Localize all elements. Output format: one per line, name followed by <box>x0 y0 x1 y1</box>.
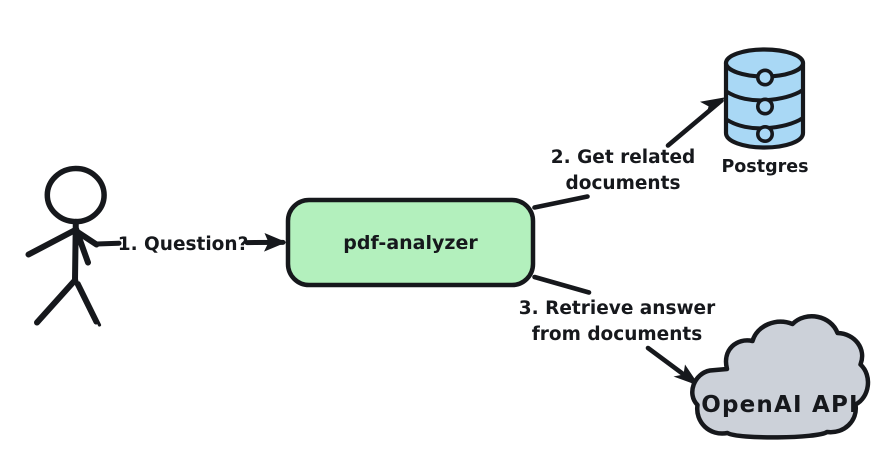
edge-question-arrowhead-icon <box>264 233 287 252</box>
postgres-segment-dot-3-icon <box>755 125 774 144</box>
edge-retrieve-answer-label-line1: 3. Retrieve answer <box>519 298 716 319</box>
postgres-segment-dot-1-icon <box>755 68 774 87</box>
pdf-analyzer-node[interactable]: pdf-analyzer <box>285 197 536 288</box>
edge-get-documents-label-line2: documents <box>566 173 681 194</box>
edge-question[interactable]: 1. Question? <box>94 233 287 255</box>
openai-api-node[interactable]: OpenAI API <box>690 314 871 440</box>
stick-figure-left-leg-icon <box>34 277 79 326</box>
edge-get-documents-arrowhead-icon <box>700 97 726 116</box>
edge-get-documents-line-lower <box>532 194 590 210</box>
stick-figure-left-arm-icon <box>25 226 80 258</box>
postgres-segment-dot-2-icon <box>755 97 774 116</box>
edge-get-documents-label-line1: 2. Get related <box>551 147 696 168</box>
openai-api-cloud-shape <box>690 314 871 440</box>
user-stick-figure[interactable] <box>25 165 107 327</box>
openai-api-label: OpenAI API <box>701 392 859 418</box>
stick-figure-right-leg-outline-icon <box>77 281 102 327</box>
postgres-label: Postgres <box>721 157 808 177</box>
edge-get-documents[interactable]: 2. Get related documents <box>532 97 726 210</box>
pdf-analyzer-label: pdf-analyzer <box>343 232 478 254</box>
stick-figure-head-icon <box>44 165 107 225</box>
edge-retrieve-answer[interactable]: 3. Retrieve answer from documents <box>519 274 716 386</box>
edge-question-label: 1. Question? <box>118 234 249 255</box>
stick-figure-right-leg-icon <box>72 277 99 325</box>
postgres-node[interactable]: Postgres <box>721 47 809 178</box>
edge-retrieve-answer-label-line2: from documents <box>532 324 703 345</box>
stick-figure-right-forearm-icon <box>73 228 100 248</box>
edge-question-line-left <box>94 240 122 247</box>
edge-retrieve-answer-line-upper <box>532 274 592 295</box>
pdf-analyzer-box <box>285 197 536 288</box>
